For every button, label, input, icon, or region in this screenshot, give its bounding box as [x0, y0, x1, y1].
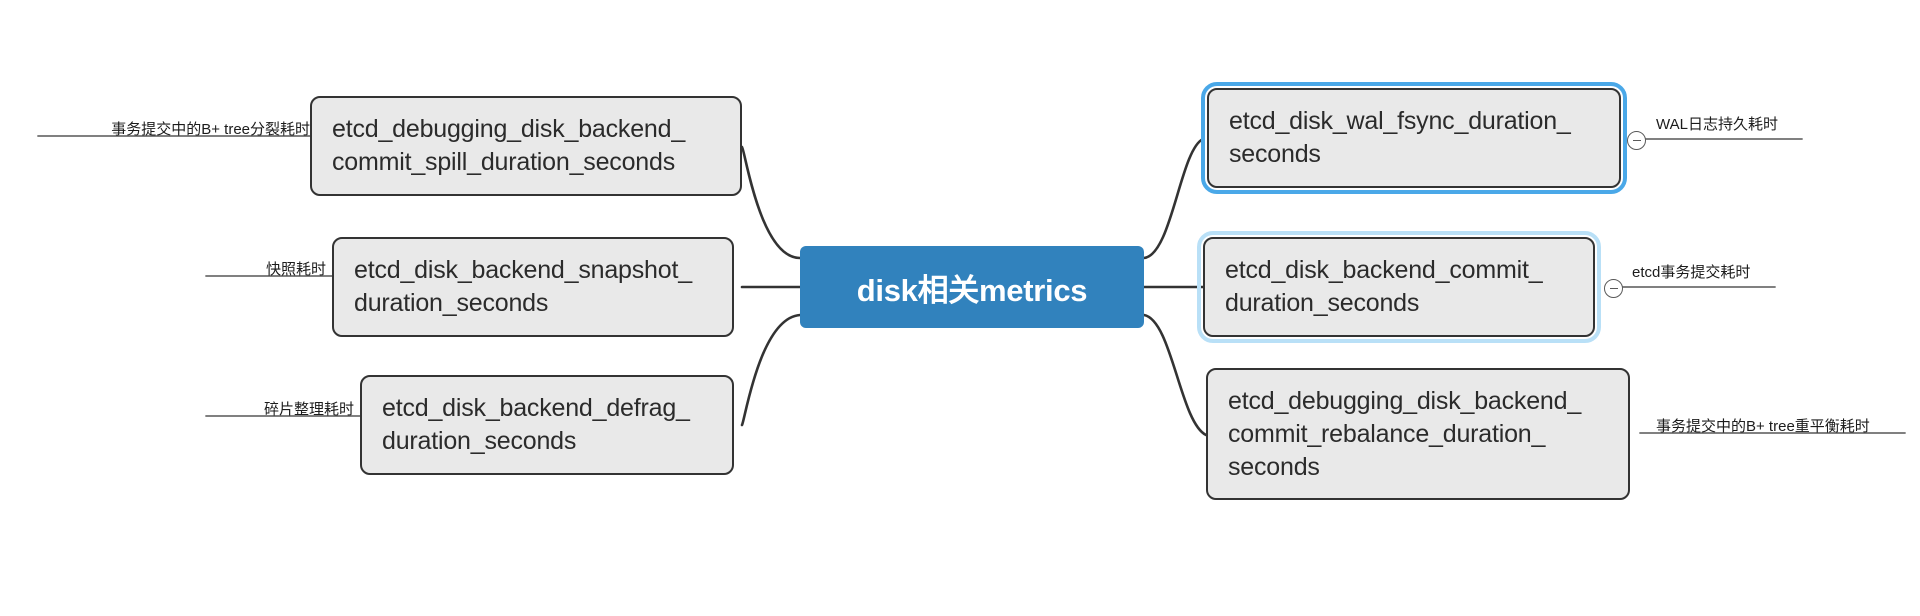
edge-root-to-defrag: [740, 313, 802, 427]
node-commit-rebalance-label: etcd_debugging_disk_backend_ commit_reba…: [1228, 386, 1582, 481]
node-root-label: disk相关metrics: [856, 272, 1088, 308]
collapse-handle-wal-fsync[interactable]: [1627, 131, 1646, 150]
leaf-label-wal-fsync-text: WAL日志持久耗时: [1656, 116, 1778, 133]
node-commit-spill-label: etcd_debugging_disk_backend_ commit_spil…: [332, 115, 686, 176]
node-defrag[interactable]: etcd_disk_backend_defrag_ duration_secon…: [360, 375, 734, 475]
leaf-label-backend-commit[interactable]: etcd事务提交耗时: [1632, 261, 1852, 282]
node-commit-spill[interactable]: etcd_debugging_disk_backend_ commit_spil…: [310, 96, 742, 196]
node-defrag-label: etcd_disk_backend_defrag_ duration_secon…: [382, 394, 690, 455]
leaf-label-wal-fsync[interactable]: WAL日志持久耗时: [1656, 113, 1876, 134]
edge-root-to-commit-spill: [740, 145, 802, 260]
node-wal-fsync-label: etcd_disk_wal_fsync_duration_ seconds: [1229, 107, 1571, 168]
leaf-label-commit-spill-text: 事务提交中的B+ tree分裂耗时: [111, 121, 310, 138]
node-commit-rebalance[interactable]: etcd_debugging_disk_backend_ commit_reba…: [1206, 368, 1630, 500]
node-snapshot[interactable]: etcd_disk_backend_snapshot_ duration_sec…: [332, 237, 734, 337]
node-snapshot-label: etcd_disk_backend_snapshot_ duration_sec…: [354, 256, 692, 317]
leaf-label-commit-spill[interactable]: 事务提交中的B+ tree分裂耗时: [38, 118, 310, 139]
node-root-disk-metrics[interactable]: disk相关metrics: [800, 246, 1144, 328]
leaf-label-backend-commit-text: etcd事务提交耗时: [1632, 264, 1751, 281]
leaf-label-snapshot[interactable]: 快照耗时: [206, 258, 326, 279]
leaf-label-commit-rebalance-text: 事务提交中的B+ tree重平衡耗时: [1656, 418, 1870, 435]
leaf-label-defrag-text: 碎片整理耗时: [263, 401, 354, 418]
node-backend-commit[interactable]: etcd_disk_backend_commit_ duration_secon…: [1197, 231, 1601, 343]
node-backend-commit-label: etcd_disk_backend_commit_ duration_secon…: [1225, 256, 1543, 317]
edge-root-to-wal-fsync: [1142, 137, 1205, 260]
leaf-label-commit-rebalance[interactable]: 事务提交中的B+ tree重平衡耗时: [1656, 415, 1920, 436]
edge-root-to-commit-rebalance: [1142, 313, 1208, 437]
leaf-label-snapshot-text: 快照耗时: [265, 261, 326, 278]
node-wal-fsync[interactable]: etcd_disk_wal_fsync_duration_ seconds: [1201, 82, 1627, 194]
leaf-label-defrag[interactable]: 碎片整理耗时: [206, 398, 354, 419]
collapse-handle-backend-commit[interactable]: [1604, 279, 1623, 298]
